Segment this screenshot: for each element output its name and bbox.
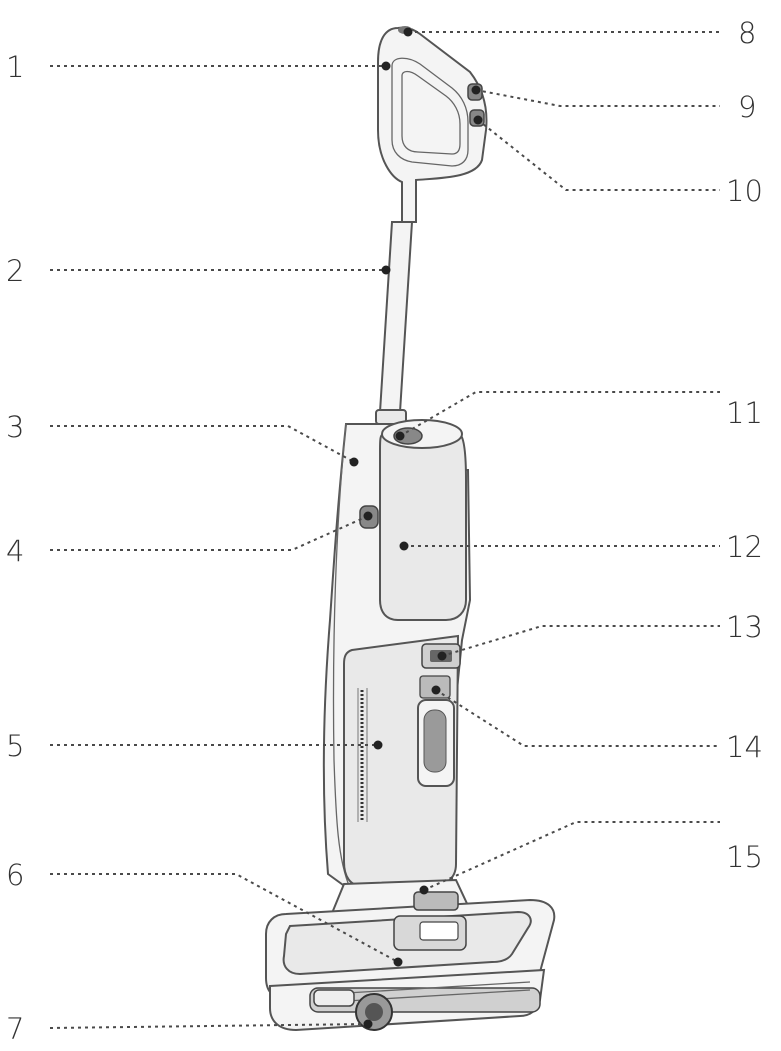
leader-10-dot [473, 115, 483, 125]
leader-5-dot [373, 740, 383, 750]
callout-2: 2 [6, 254, 24, 288]
leader-11-dot [395, 431, 405, 441]
leader-3 [50, 425, 355, 463]
leader-7-dot [363, 1019, 373, 1029]
handle-opening [391, 57, 469, 167]
tank-spring-outline [357, 688, 368, 822]
handle-tube [378, 221, 414, 413]
leader-13 [441, 625, 720, 657]
callout-14: 14 [726, 730, 763, 764]
callout-3: 3 [6, 410, 24, 444]
callout-13: 13 [726, 610, 763, 644]
callout-7: 7 [6, 1012, 24, 1046]
leader-4-dot [363, 511, 373, 521]
callout-8: 8 [738, 16, 756, 50]
leader-8-dot [403, 27, 413, 37]
leader-12-dot [399, 541, 409, 551]
handle-inner [401, 70, 461, 155]
callout-6: 6 [6, 858, 24, 892]
vacuum-illustration [265, 26, 556, 1032]
head-joint [413, 891, 459, 911]
leader-6 [50, 873, 399, 963]
leader-13-dot [437, 651, 447, 661]
leader-lines [49, 27, 720, 1029]
callout-4: 4 [6, 534, 24, 568]
head-center-slot [419, 921, 459, 941]
callout-10: 10 [726, 174, 763, 208]
leader-15 [423, 821, 720, 891]
handle-grip [377, 26, 488, 223]
leader-15-dot [419, 885, 429, 895]
leader-14-dot [431, 685, 441, 695]
leader-3-dot [349, 457, 359, 467]
leader-14 [435, 689, 720, 747]
callout-12: 12 [726, 530, 763, 564]
callout-5: 5 [6, 729, 24, 763]
filter-mesh [423, 709, 447, 773]
leader-1-dot [381, 61, 391, 71]
callout-numbers: 1 2 3 4 5 6 7 8 9 10 11 12 13 14 15 [6, 16, 763, 1046]
leader-9 [475, 89, 720, 107]
callout-11: 11 [726, 396, 763, 430]
roller-end-cap-inner [365, 1003, 383, 1021]
callout-15: 15 [726, 840, 763, 874]
clean-water-tank [379, 433, 467, 621]
leader-11 [399, 391, 720, 437]
leader-2-dot [381, 265, 391, 275]
callout-1: 1 [6, 50, 24, 84]
leader-10 [477, 119, 720, 191]
leader-9-dot [471, 85, 481, 95]
leader-6-dot [393, 957, 403, 967]
callout-9: 9 [738, 90, 756, 124]
leader-4 [50, 515, 369, 551]
roller-release-tab [313, 989, 355, 1007]
body-side-edge [332, 423, 351, 889]
